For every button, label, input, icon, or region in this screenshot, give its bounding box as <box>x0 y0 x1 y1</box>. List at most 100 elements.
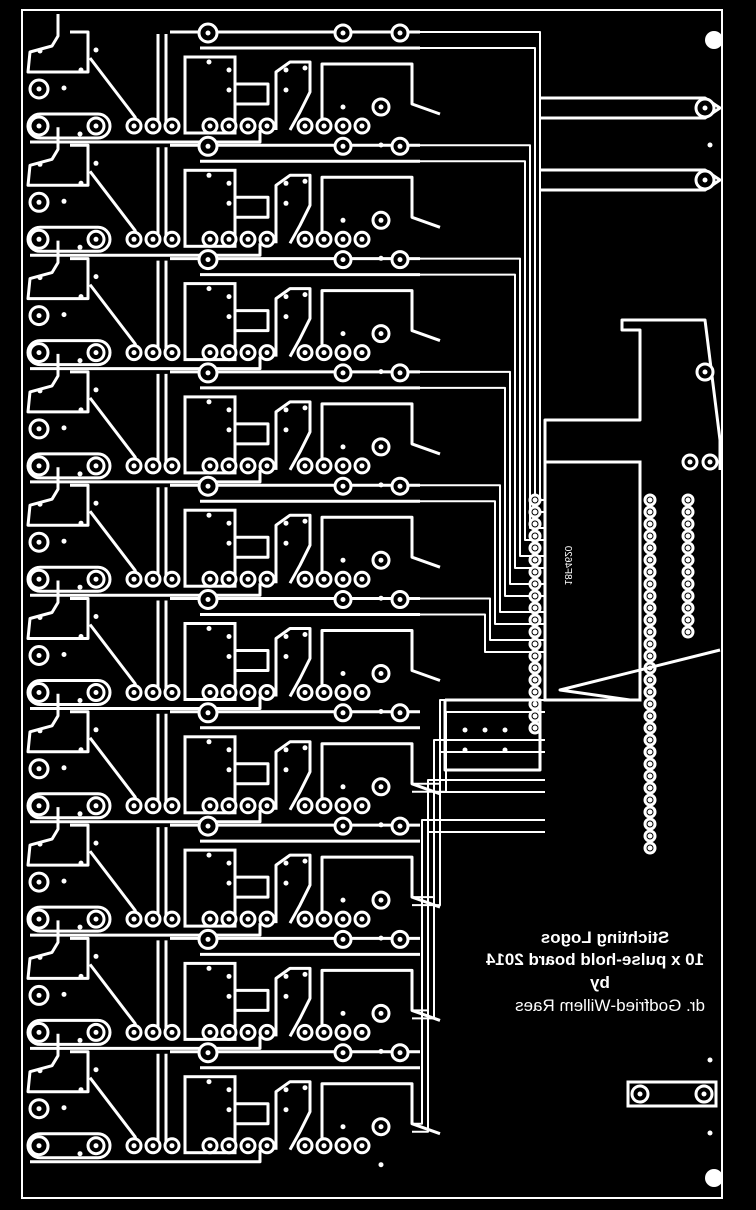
drill-hole <box>397 597 403 602</box>
bus-trace-gap <box>420 386 545 597</box>
drill-hole <box>532 641 538 647</box>
drill-hole <box>93 47 99 53</box>
credit-line-1: Stichting Logos <box>540 928 670 947</box>
drill-hole <box>264 690 270 695</box>
drill-hole <box>340 557 346 563</box>
drill-hole <box>359 576 365 582</box>
drill-hole <box>36 992 42 998</box>
drill-hole <box>647 785 653 791</box>
drill-hole <box>397 143 403 149</box>
drill-hole <box>502 747 508 753</box>
drill-hole <box>340 30 346 36</box>
drill-hole <box>340 784 346 790</box>
drill-hole <box>93 350 99 356</box>
drill-hole <box>37 275 43 281</box>
drill-hole <box>226 180 232 186</box>
drill-hole <box>321 463 327 469</box>
drill-hole <box>685 605 691 611</box>
drill-hole <box>340 576 346 582</box>
drill-hole <box>245 123 251 129</box>
drill-hole <box>647 629 653 635</box>
drill-hole <box>283 294 289 300</box>
drill-hole <box>340 483 346 489</box>
drill-hole <box>532 701 538 707</box>
drill-hole <box>302 690 308 695</box>
drill-hole <box>78 747 84 753</box>
transistor-gap <box>274 627 312 698</box>
drill-hole <box>93 727 99 733</box>
drill-hole <box>532 689 538 695</box>
drill-hole <box>283 767 289 773</box>
drill-hole <box>245 350 251 356</box>
drill-hole <box>169 123 175 129</box>
ground-trace-gap <box>30 923 262 937</box>
drill-hole <box>283 427 289 433</box>
drill-hole <box>78 520 84 526</box>
drill-hole <box>532 581 538 587</box>
drill-hole <box>302 292 308 298</box>
drill-hole <box>321 350 327 356</box>
drill-hole <box>707 459 713 465</box>
input-connector-gap <box>26 225 112 253</box>
drill-hole <box>532 521 538 527</box>
drill-hole <box>93 614 99 619</box>
drill-hole <box>150 1143 156 1149</box>
drill-hole <box>264 123 270 129</box>
drill-hole <box>532 569 538 575</box>
credit-line-4: dr. Godfried-Willem Raes <box>515 996 705 1015</box>
drill-hole <box>77 584 83 590</box>
drill-hole <box>532 725 538 731</box>
drill-hole <box>36 690 42 695</box>
drill-hole <box>702 105 708 111</box>
drill-hole <box>647 761 653 767</box>
drill-hole <box>36 463 42 469</box>
drill-hole <box>397 823 403 829</box>
drill-hole <box>378 104 384 110</box>
channel-input-gap <box>26 467 90 527</box>
bus-trace-gap <box>412 751 545 907</box>
drill-hole <box>340 257 346 263</box>
drill-hole <box>205 483 211 489</box>
drill-hole <box>77 1151 83 1157</box>
chip-power-gap <box>543 318 722 470</box>
credit-line-2: 10 x pulse-hold board 2014 <box>485 950 705 969</box>
drill-hole <box>226 350 232 356</box>
drill-hole <box>78 860 84 866</box>
drill-hole <box>207 690 213 695</box>
ground-trace-gap <box>30 1149 262 1164</box>
bus-trace-gap <box>420 500 545 625</box>
input-connector-gap <box>26 905 112 933</box>
drill-hole <box>702 369 708 375</box>
mounting-hole <box>705 31 723 49</box>
drill-hole <box>378 1162 384 1168</box>
drill-hole <box>685 509 691 515</box>
drill-hole <box>340 823 346 829</box>
drill-hole <box>207 123 213 129</box>
drill-hole <box>93 1143 99 1149</box>
drill-hole <box>302 971 308 977</box>
drill-hole <box>302 1143 308 1149</box>
drill-hole <box>321 916 327 922</box>
channel-input-gap <box>26 353 90 414</box>
drill-hole <box>340 463 346 469</box>
ground-trace-gap <box>30 696 262 710</box>
transistor-gap <box>274 740 312 811</box>
drill-hole <box>647 569 653 575</box>
drill-hole <box>397 936 403 942</box>
transistor-gap <box>274 60 312 131</box>
drill-hole <box>397 370 403 376</box>
drill-hole <box>302 1029 308 1035</box>
drill-hole <box>131 1143 137 1149</box>
ground-trace-gap <box>30 1036 262 1050</box>
drill-hole <box>245 1143 251 1149</box>
drill-hole <box>502 727 508 733</box>
drill-hole <box>169 236 175 242</box>
bridge-gap <box>235 82 270 106</box>
drill-hole <box>206 626 212 631</box>
drill-hole <box>647 605 653 611</box>
drill-hole <box>37 388 43 394</box>
drill-hole <box>36 236 42 242</box>
drill-hole <box>340 1124 346 1130</box>
drill-hole <box>226 576 232 582</box>
drill-hole <box>226 407 232 413</box>
